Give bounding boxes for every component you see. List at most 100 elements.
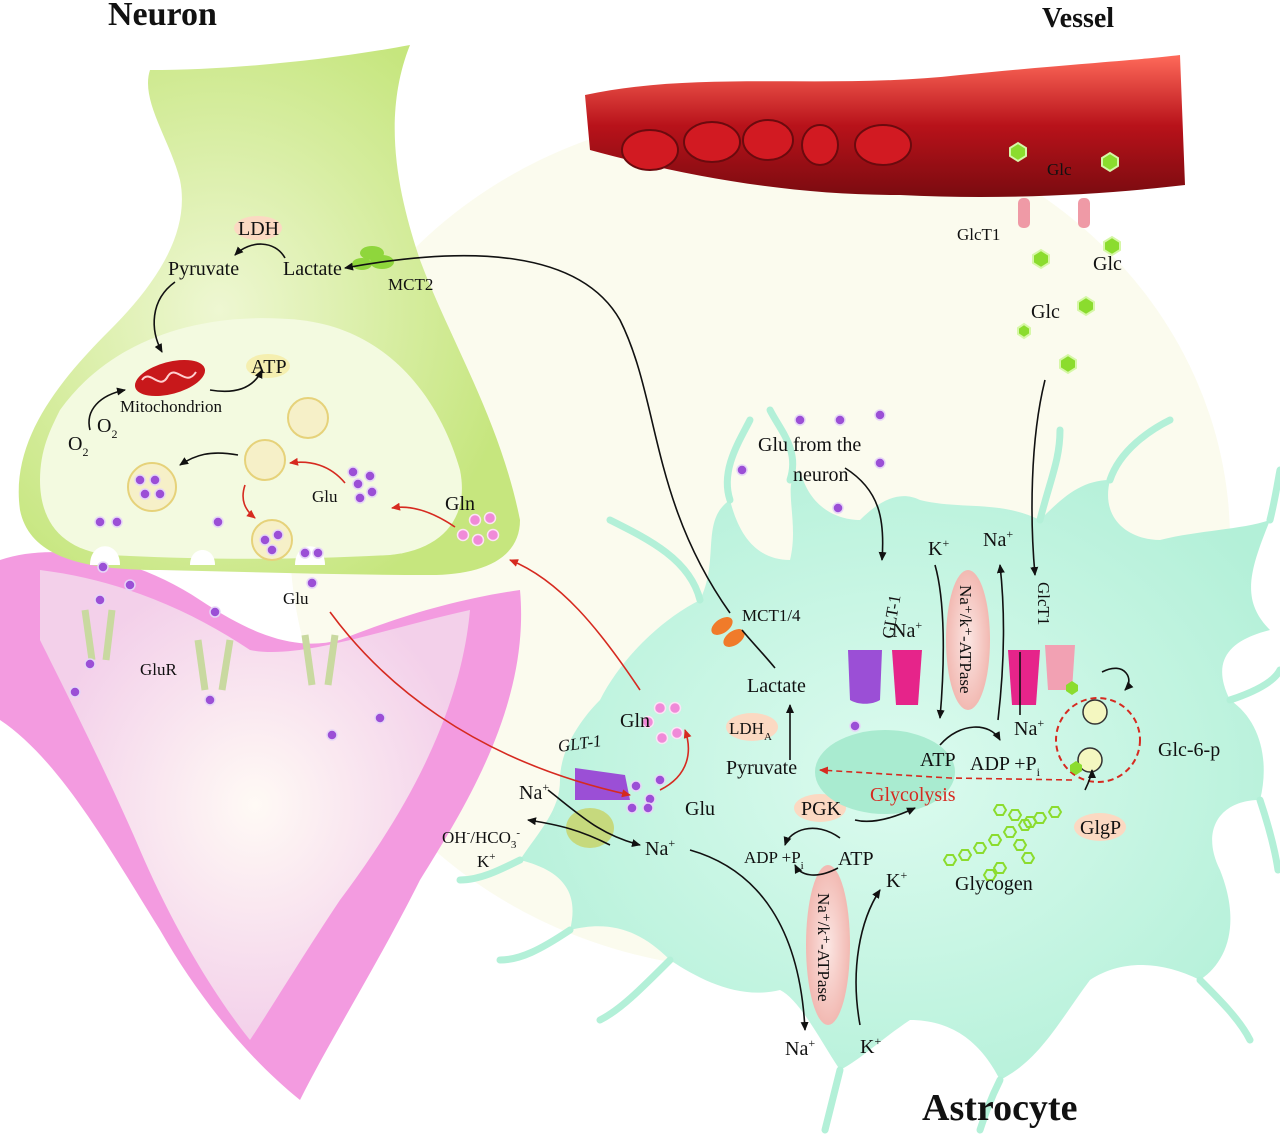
glutamine-dot — [471, 533, 485, 547]
label-o2-a: O2 — [68, 433, 88, 459]
glutamate-dot — [266, 544, 278, 556]
glycogen-unit — [1032, 812, 1048, 824]
glutamate-dot — [630, 780, 642, 792]
glutamate-dot — [874, 409, 886, 421]
label-glgp: GlgP — [1080, 817, 1121, 839]
label-gln-neuron: Gln — [445, 493, 475, 515]
glutamate-dot — [209, 606, 221, 618]
glycogen-unit — [972, 842, 988, 854]
label-lactate-neuron: Lactate — [283, 258, 342, 280]
label-atp-astro: ATP — [920, 749, 956, 771]
glycogen-unit — [1007, 809, 1023, 821]
black-arrows — [88, 243, 1134, 1031]
glutamate-dot — [834, 414, 846, 426]
glutamine-dot — [486, 528, 500, 542]
na-cotransporter-top — [892, 650, 922, 705]
glutamate-dot — [204, 694, 216, 706]
glutamate-dot — [354, 492, 366, 504]
na-k-atpase-bottom — [806, 865, 850, 1025]
release-pit — [190, 550, 215, 565]
label-mct14: MCT1/4 — [742, 606, 801, 625]
glutamate-dot — [139, 488, 151, 500]
label-k-bottom-b: K+ — [860, 1034, 881, 1058]
label-k-left: K+ — [477, 851, 496, 871]
glycogen-unit — [1047, 806, 1063, 818]
label-glu-from-1: Glu from the — [758, 434, 861, 456]
glycolysis-compartment — [815, 730, 955, 814]
label-glc-a: Glc — [1093, 253, 1122, 275]
glutamate-dot — [364, 470, 376, 482]
glutamine-dot — [655, 731, 669, 745]
glutamate-dot — [832, 502, 844, 514]
mct2-transporter — [352, 246, 394, 270]
label-glu-cleft: Glu — [283, 589, 309, 608]
glycogen-unit — [992, 862, 1008, 874]
label-glc-b: Glc — [1031, 301, 1060, 323]
label-glu-neuron: Glu — [312, 487, 338, 506]
glutamate-dot — [149, 474, 161, 486]
release-pit — [90, 546, 120, 565]
glutamate-dot — [299, 547, 311, 559]
label-glc-vessel: Glc — [1047, 160, 1072, 179]
glutamate-dot — [654, 774, 666, 786]
glycogen-unit — [987, 834, 1003, 846]
label-na-top-right: Na+ — [983, 527, 1013, 551]
label-glycolysis: Glycolysis — [870, 784, 956, 806]
label-glct1-vessel: GlcT1 — [957, 225, 1000, 244]
label-na-bottom: Na+ — [785, 1036, 815, 1060]
glutamine-dot — [653, 701, 667, 715]
glutamate-dot — [736, 464, 748, 476]
pgk-highlight — [794, 794, 846, 822]
glutamate-dot — [626, 802, 638, 814]
glutamate-dot — [874, 457, 886, 469]
label-k-top: K+ — [928, 536, 949, 560]
vessel-glct1-transporters — [1018, 198, 1090, 228]
glucose-molecules — [1009, 141, 1121, 375]
glutamine-dot — [468, 513, 482, 527]
mitochondrion — [134, 359, 206, 397]
glutamine-dot — [670, 726, 684, 740]
glycogen-unit — [992, 804, 1008, 816]
label-o2-b: O2 — [97, 415, 117, 441]
glutamate-dot — [124, 579, 136, 591]
glc6p-molecule — [1082, 699, 1108, 725]
glutamate-dot — [312, 547, 324, 559]
label-pyruvate-astro: Pyruvate — [726, 757, 797, 779]
label-k-bottom-a: K+ — [886, 868, 907, 892]
label-glu-astro: Glu — [685, 798, 715, 820]
label-na-glct1: Na+ — [1014, 716, 1044, 740]
glutamate-dot — [97, 561, 109, 573]
glycogen-unit — [1012, 839, 1028, 851]
glutamate-dot — [111, 516, 123, 528]
glycogen-unit — [1017, 819, 1033, 831]
glutamate-dot — [374, 712, 386, 724]
glutamate-dot — [84, 658, 96, 670]
label-oh-hco3: OH-/HCO3- — [442, 827, 520, 851]
title-neuron: Neuron — [108, 0, 217, 33]
glutamine-dot — [641, 715, 655, 729]
glutamate-dot — [366, 486, 378, 498]
ldh-highlight — [234, 216, 282, 240]
glutamate-dot — [306, 577, 318, 589]
glutamate-receptors — [81, 609, 339, 691]
glucose-in-astrocyte — [1066, 681, 1082, 775]
glutamine-dot — [456, 528, 470, 542]
label-glycogen: Glycogen — [955, 873, 1033, 895]
glutamate-dot — [347, 466, 359, 478]
glutamate-dot — [642, 802, 654, 814]
glutamate-dots — [69, 409, 886, 814]
ldha-highlight — [726, 713, 778, 741]
label-pump-bottom: Na⁺/k⁺-ATPase — [814, 893, 833, 1002]
glutamate-dot — [94, 594, 106, 606]
label-ldha: LDHA — [729, 719, 772, 743]
glutamine-dot — [483, 511, 497, 525]
title-vessel: Vessel — [1042, 3, 1114, 34]
label-glu-from-2: neuron — [793, 464, 849, 486]
glycogen-unit — [957, 849, 973, 861]
label-pgk: PGK — [801, 798, 842, 820]
glycogen-unit — [1002, 826, 1018, 838]
glycogen-unit — [942, 854, 958, 866]
glycogen-unit — [982, 869, 998, 881]
label-glur: GluR — [140, 660, 178, 679]
